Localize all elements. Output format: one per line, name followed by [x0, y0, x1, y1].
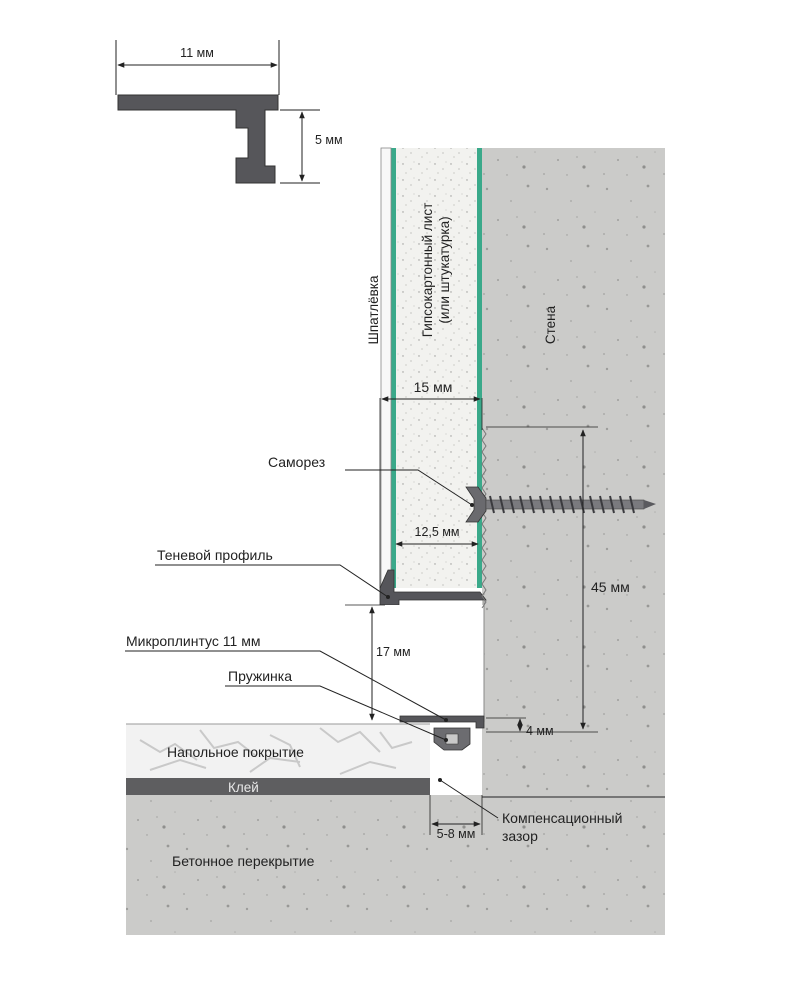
compensation-gap-label-line2: зазор — [502, 828, 538, 844]
leader-screw — [345, 469, 474, 507]
height-dimension-label: 5 мм — [315, 133, 343, 147]
drywall-label-line1: Гипсокартонный лист — [420, 203, 435, 338]
recess-space — [360, 605, 484, 722]
wall — [482, 148, 665, 798]
dim-5-8mm-label: 5-8 мм — [437, 827, 476, 841]
screw-label: Саморез — [268, 454, 325, 470]
micro-skirting-profile — [399, 715, 485, 729]
putty-label: Шпатлёвка — [366, 275, 381, 345]
dim-17mm-label: 17 мм — [376, 645, 411, 659]
width-dimension-label: 11 мм — [180, 46, 214, 60]
micro-skirting-label: Микроплинтус 11 мм — [126, 633, 260, 649]
drywall-back-face — [477, 148, 482, 588]
dim-12-5mm-label: 12,5 мм — [415, 525, 460, 539]
floor-covering-label: Напольное покрытие — [167, 744, 304, 760]
screw — [465, 486, 656, 523]
compensation-gap-label-line1: Компенсационный — [502, 810, 622, 826]
wall-label: Стена — [543, 305, 558, 344]
concrete-slab-label: Бетонное перекрытие — [172, 853, 315, 869]
leader-micro-skirting — [125, 650, 448, 722]
wall-thread-edge — [481, 427, 487, 609]
profile-detail: 11 мм 5 мм — [115, 40, 343, 184]
putty-layer — [380, 147, 392, 589]
glue-label: Клей — [228, 780, 259, 795]
concrete-slab — [126, 793, 665, 935]
dim-4mm-label: 4 мм — [526, 724, 554, 738]
drywall-sheet — [391, 148, 481, 588]
leader-shadow-profile — [155, 564, 390, 599]
glue-layer — [126, 778, 430, 795]
drywall-front-face — [391, 148, 396, 588]
leader-spring — [225, 685, 448, 742]
profile-cross-section — [117, 94, 279, 184]
spring-label: Пружинка — [228, 668, 292, 684]
leader-compensation-gap — [438, 778, 499, 819]
dim-45mm-label: 45 мм — [591, 579, 630, 595]
drywall-label-line2: (или штукатурка) — [437, 216, 452, 323]
dim-15mm-label: 15 мм — [414, 379, 453, 395]
floor-covering-marble-veins — [139, 727, 413, 775]
shadow-profile-label: Теневой профиль — [157, 547, 273, 563]
